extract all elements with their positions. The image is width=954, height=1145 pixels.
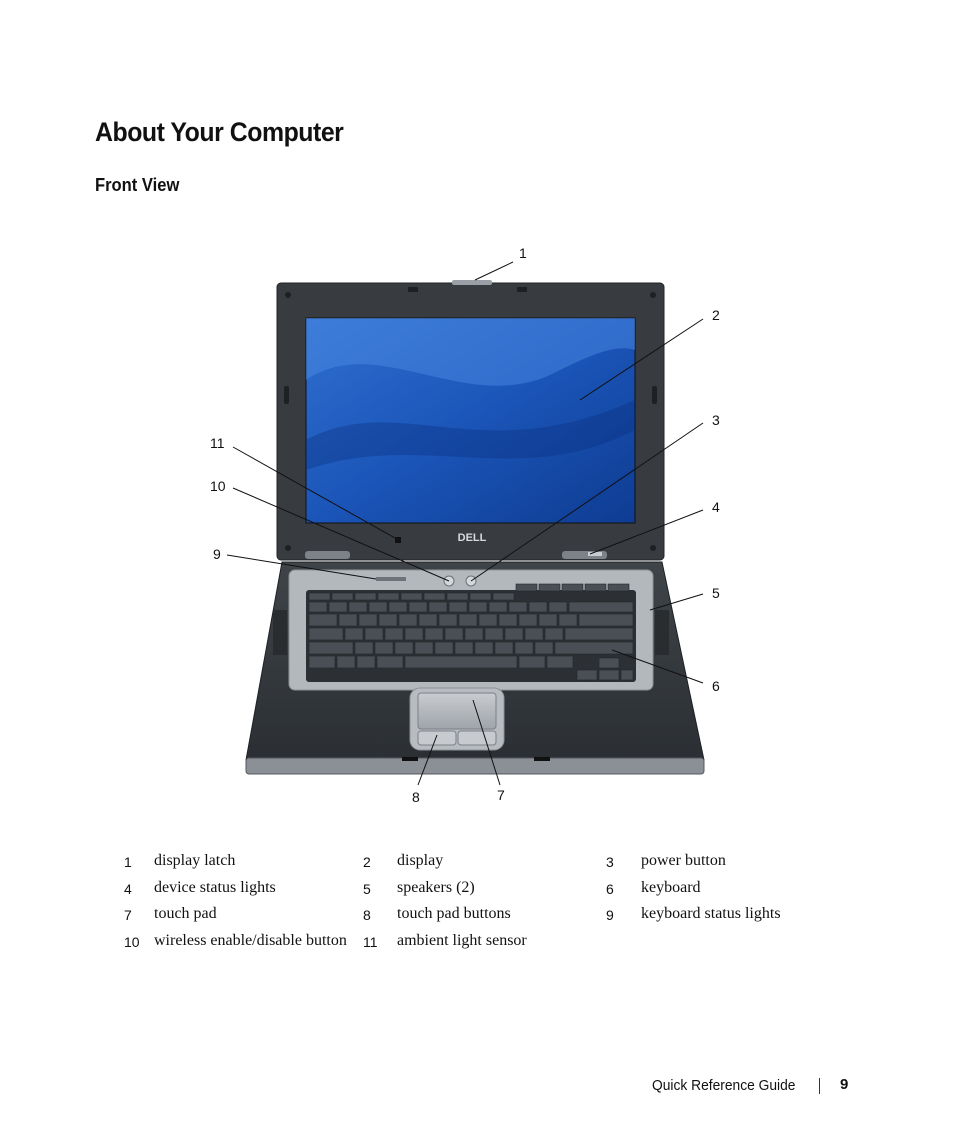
- callout-5: 5: [712, 585, 720, 601]
- callout-11: 11: [210, 435, 225, 451]
- legend-num: 5: [363, 880, 371, 897]
- legend-num: 11: [363, 933, 378, 950]
- legend-num: 10: [124, 933, 140, 950]
- legend-label: speakers (2): [397, 878, 475, 896]
- legend-label: ambient light sensor: [397, 931, 527, 949]
- legend-label: touch pad: [154, 905, 217, 922]
- legend-num: 8: [363, 907, 371, 923]
- footer-divider: [819, 1078, 820, 1094]
- callout-2: 2: [712, 307, 720, 323]
- dell-logo: DELL: [458, 532, 487, 544]
- page-number: 9: [840, 1076, 849, 1093]
- legend-label: keyboard: [641, 878, 701, 896]
- legend-label: power button: [641, 852, 726, 869]
- legend-label: wireless enable/disable button: [154, 931, 347, 949]
- touch-pad-button-right: [457, 730, 497, 746]
- speaker-left: [273, 610, 287, 655]
- speaker-right: [655, 610, 669, 655]
- callout-9: 9: [213, 546, 221, 562]
- touch-pad: [417, 692, 497, 730]
- legend-label: keyboard status lights: [641, 905, 781, 922]
- callout-legend: 1 display latch 2 display 3 power button…: [124, 852, 824, 958]
- callout-1: 1: [519, 245, 527, 261]
- display-screen: [305, 317, 636, 524]
- legend-num: 7: [124, 907, 132, 923]
- page-title: About Your Computer: [95, 117, 344, 147]
- legend-label: display: [397, 852, 444, 869]
- touch-pad-button-left: [417, 730, 457, 746]
- device-status-lights: [588, 552, 602, 556]
- ambient-light-sensor: [395, 537, 401, 543]
- laptop-front-view-figure: DELL: [210, 245, 720, 805]
- footer-guide-title: Quick Reference Guide: [652, 1077, 796, 1094]
- display-latch: [452, 280, 492, 285]
- callout-8: 8: [412, 789, 420, 805]
- legend-row: 4 device status lights 5 speakers (2) 6 …: [124, 879, 824, 906]
- callout-3: 3: [712, 412, 720, 428]
- legend-num: 4: [124, 880, 132, 897]
- legend-row: 7 touch pad 8 touch pad buttons 9 keyboa…: [124, 905, 824, 932]
- legend-row: 1 display latch 2 display 3 power button: [124, 852, 824, 879]
- legend-num: 2: [363, 854, 371, 870]
- keyboard: [306, 583, 636, 682]
- legend-num: 1: [124, 854, 132, 870]
- legend-row: 10 wireless enable/disable button 11 amb…: [124, 932, 824, 959]
- legend-num: 6: [606, 880, 614, 897]
- legend-num: 9: [606, 907, 614, 923]
- legend-num: 3: [606, 854, 614, 870]
- callout-7: 7: [497, 787, 505, 803]
- callout-10: 10: [210, 478, 226, 494]
- keyboard-status-lights: [376, 577, 406, 581]
- section-title: Front View: [95, 175, 180, 195]
- legend-label: display latch: [154, 852, 236, 869]
- callout-4: 4: [712, 499, 720, 515]
- legend-label: touch pad buttons: [397, 905, 511, 922]
- legend-label: device status lights: [154, 878, 276, 896]
- callout-6: 6: [712, 678, 720, 694]
